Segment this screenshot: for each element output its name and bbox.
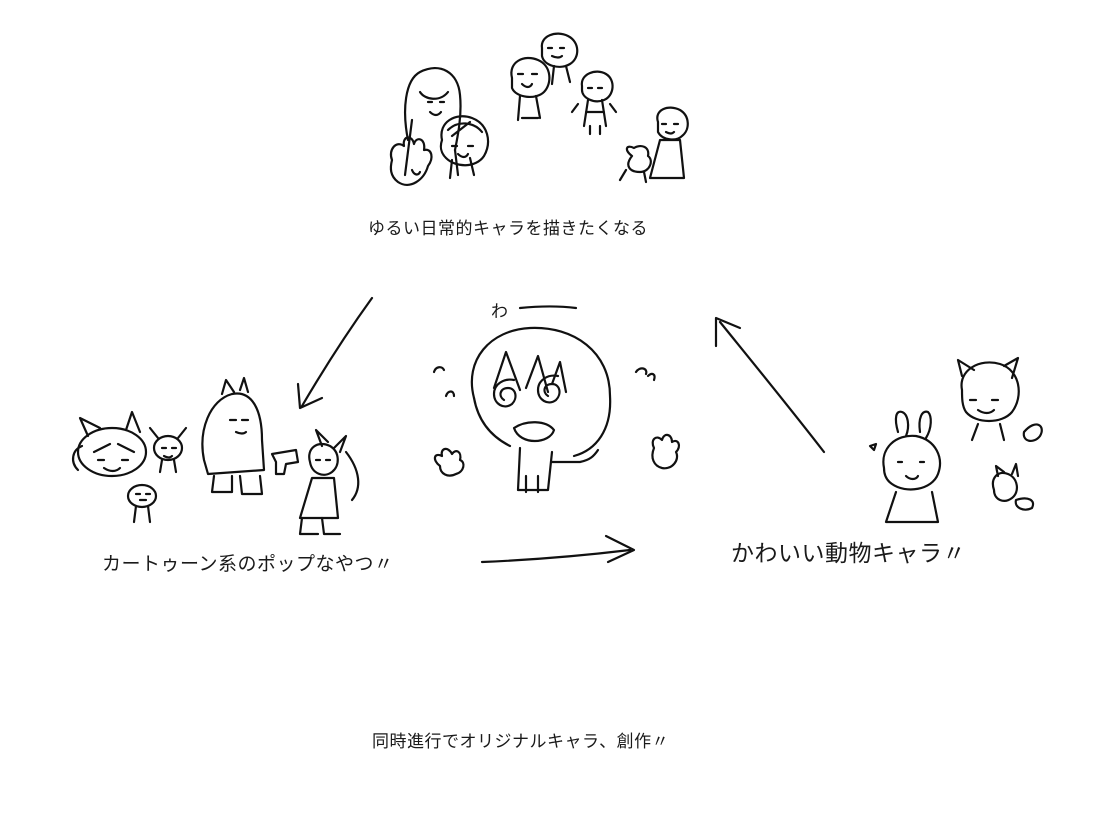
exclamation-text: わ xyxy=(491,297,508,322)
center-character-drawing xyxy=(434,307,679,493)
right-characters-drawing xyxy=(870,358,1042,522)
caption-cartoon: カートゥーン系のポップなやつ〃 xyxy=(102,549,394,576)
cycle-arrows xyxy=(298,298,824,562)
top-characters-drawing xyxy=(391,34,688,185)
caption-cute-animals: かわいい動物キャラ〃 xyxy=(731,534,966,568)
caption-original-creation: 同時進行でオリジナルキャラ、創作〃 xyxy=(372,727,669,752)
caption-slice-of-life: ゆるい日常的キャラを描きたくなる xyxy=(368,214,648,239)
